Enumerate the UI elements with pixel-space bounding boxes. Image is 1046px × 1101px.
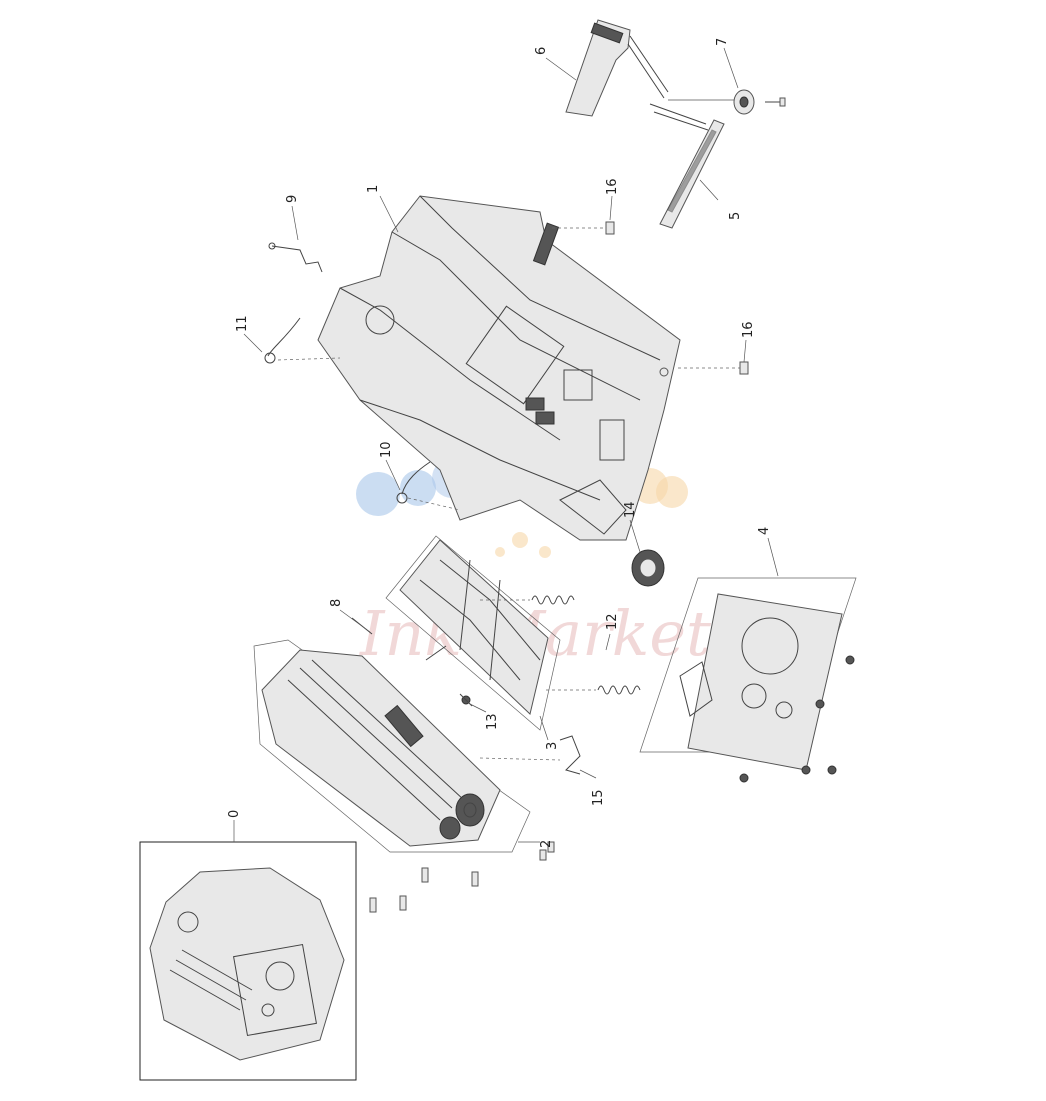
callout-14: 14 [623,501,638,518]
part-3-guide-plate [385,535,561,731]
part-9-spring [268,242,323,273]
callout-12: 12 [605,613,620,630]
callout-8: 8 [329,599,344,607]
part-0-assembled-view [139,841,357,1081]
part-6-top-cover [565,19,669,117]
callout-13: 13 [485,713,500,730]
callout-16-lower: 16 [741,321,756,338]
callout-3: 3 [545,742,560,750]
callout-6: 6 [534,47,549,55]
part-7-washer [668,89,786,115]
callout-2: 2 [539,840,554,848]
part-13-small-spring [459,693,473,707]
callout-10: 10 [379,441,394,458]
part-10-spring [396,461,461,511]
callout-9: 9 [285,195,300,203]
callout-7: 7 [715,38,730,46]
callout-5: 5 [728,212,743,220]
part-4-side-plate [639,577,857,783]
part-2-roller-assembly [253,639,555,913]
callout-1: 1 [366,185,381,193]
part-1-main-frame [317,195,681,541]
part-12-springs [480,595,641,695]
callout-4: 4 [757,527,772,535]
callout-11: 11 [235,315,250,332]
part-11-spring [264,317,341,364]
part-5-rear-panel [649,103,725,229]
callout-0: 0 [227,810,242,818]
part-14-gear [631,549,665,587]
callout-16-upper: 16 [605,178,620,195]
callout-15: 15 [591,789,606,806]
part-16-screw-upper [552,221,615,235]
part-15-bracket [479,735,581,775]
leader-lines [233,47,779,843]
part-16-screw-lower [678,361,749,375]
